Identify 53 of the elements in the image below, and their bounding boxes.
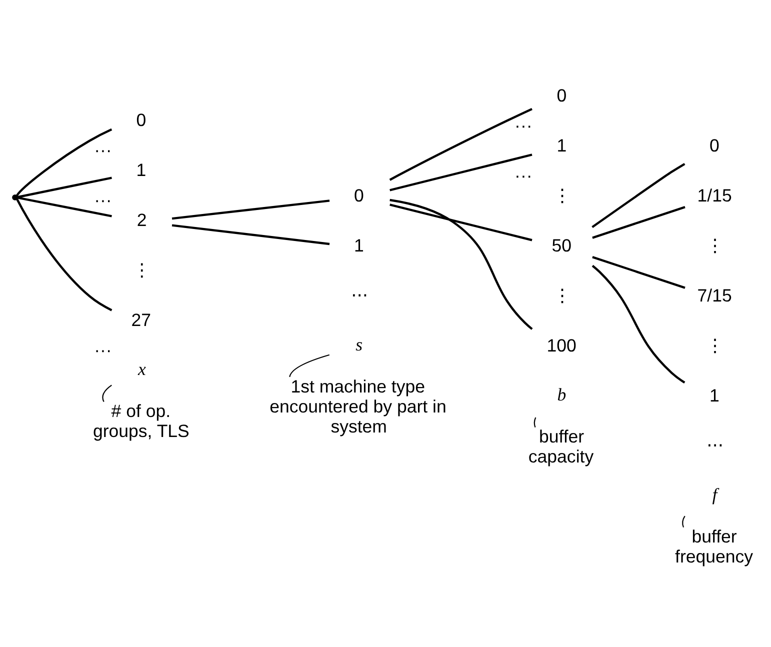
- connector: [390, 198, 533, 330]
- connector: [592, 256, 686, 289]
- connector: [390, 154, 532, 192]
- connector: [592, 162, 686, 228]
- node-text: s: [356, 334, 363, 354]
- node-text: 50: [552, 236, 572, 256]
- connector: [592, 264, 686, 384]
- label: ⋮: [706, 336, 724, 357]
- node-text: f: [712, 484, 718, 504]
- node-text: buffer capacity: [528, 426, 594, 467]
- node-text: 0: [136, 110, 146, 130]
- node-text: 0: [354, 186, 364, 206]
- node-text: 27: [131, 310, 152, 330]
- connector: [682, 516, 686, 528]
- connector: [390, 204, 532, 242]
- label: ⋮: [706, 236, 724, 257]
- connector: [172, 224, 330, 246]
- node-label: ···: [94, 340, 112, 360]
- node-text: # of op. groups, TLS: [92, 401, 190, 442]
- connector: [534, 417, 536, 428]
- connector: [17, 176, 112, 198]
- connector: [389, 108, 532, 181]
- node-label: ···: [94, 140, 112, 160]
- connector: [17, 196, 112, 218]
- node-text: 1/15: [697, 186, 732, 206]
- connector: [16, 128, 112, 196]
- node-text: b: [557, 384, 566, 404]
- node-text: 1: [709, 386, 720, 406]
- node-label: ···: [94, 190, 112, 210]
- node-text: buffer frequency: [675, 526, 754, 567]
- node-text: 1: [136, 160, 146, 180]
- node-text: 100: [546, 336, 576, 356]
- node-text: 0: [556, 86, 567, 106]
- node-text: 1: [556, 136, 567, 156]
- node-text: 0: [709, 136, 720, 156]
- label: ···: [351, 286, 368, 307]
- connector: [172, 200, 330, 220]
- node-point: [12, 194, 18, 200]
- node-text: 7/15: [697, 286, 732, 306]
- node-label: ···: [514, 166, 532, 186]
- label: ⋮: [553, 286, 572, 307]
- label: ···: [706, 436, 724, 457]
- node-text: 1: [354, 236, 364, 256]
- node-label: ···: [514, 116, 532, 136]
- node-text: 1st machine type encountered by part in system: [270, 376, 446, 437]
- node-text: x: [138, 358, 146, 379]
- label: ⋮: [132, 261, 151, 282]
- connector: [289, 354, 330, 378]
- connector: [592, 206, 686, 239]
- label: ⋮: [553, 186, 572, 207]
- connector: [102, 384, 112, 402]
- connector: [16, 198, 112, 312]
- node-text: 2: [136, 210, 147, 230]
